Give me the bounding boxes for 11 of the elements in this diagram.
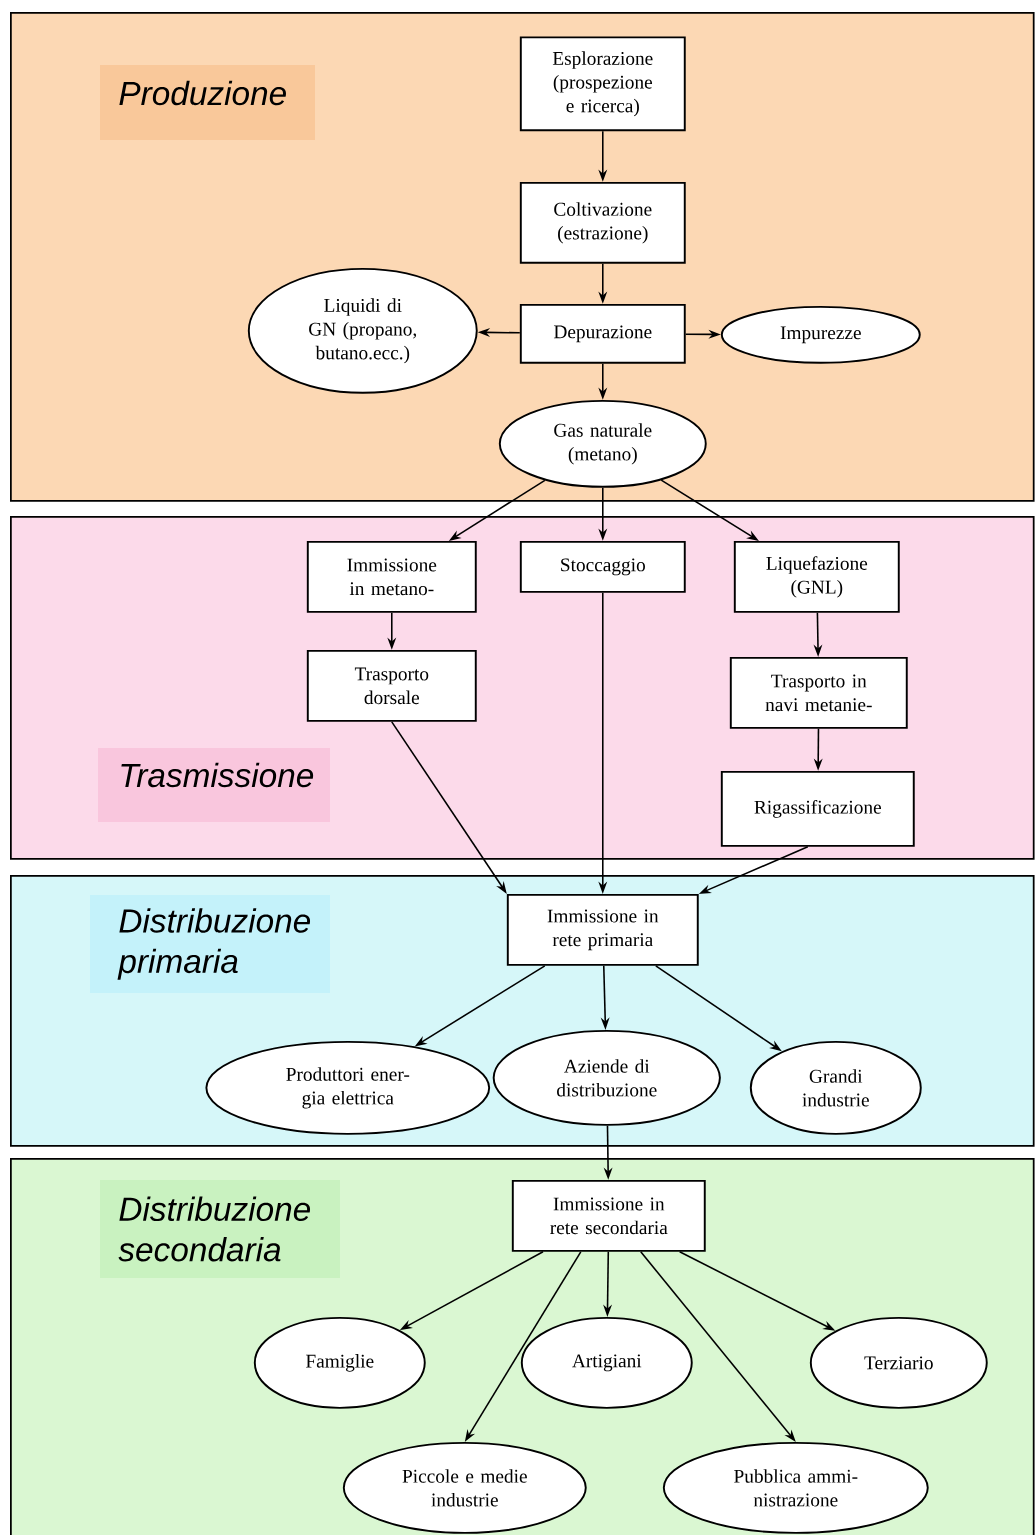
process-box: Trasporto dorsale: [306, 649, 477, 722]
process-box: Immissione in rete secondaria: [511, 1179, 706, 1252]
process-box: Depurazione: [519, 303, 686, 364]
process-box: Immissione in rete primaria: [506, 893, 699, 966]
process-box: Immissione in metano-: [306, 540, 477, 613]
process-box: Trasporto in navi metanie-: [729, 656, 908, 729]
process-box: Esplorazione (prospezione e ricerca): [519, 36, 686, 132]
process-box: Stoccaggio: [519, 540, 686, 593]
process-box: Coltivazione (estrazione): [519, 181, 686, 264]
process-box: Liquefazione (GNL): [733, 540, 900, 613]
process-box: Rigassificazione: [720, 770, 915, 847]
